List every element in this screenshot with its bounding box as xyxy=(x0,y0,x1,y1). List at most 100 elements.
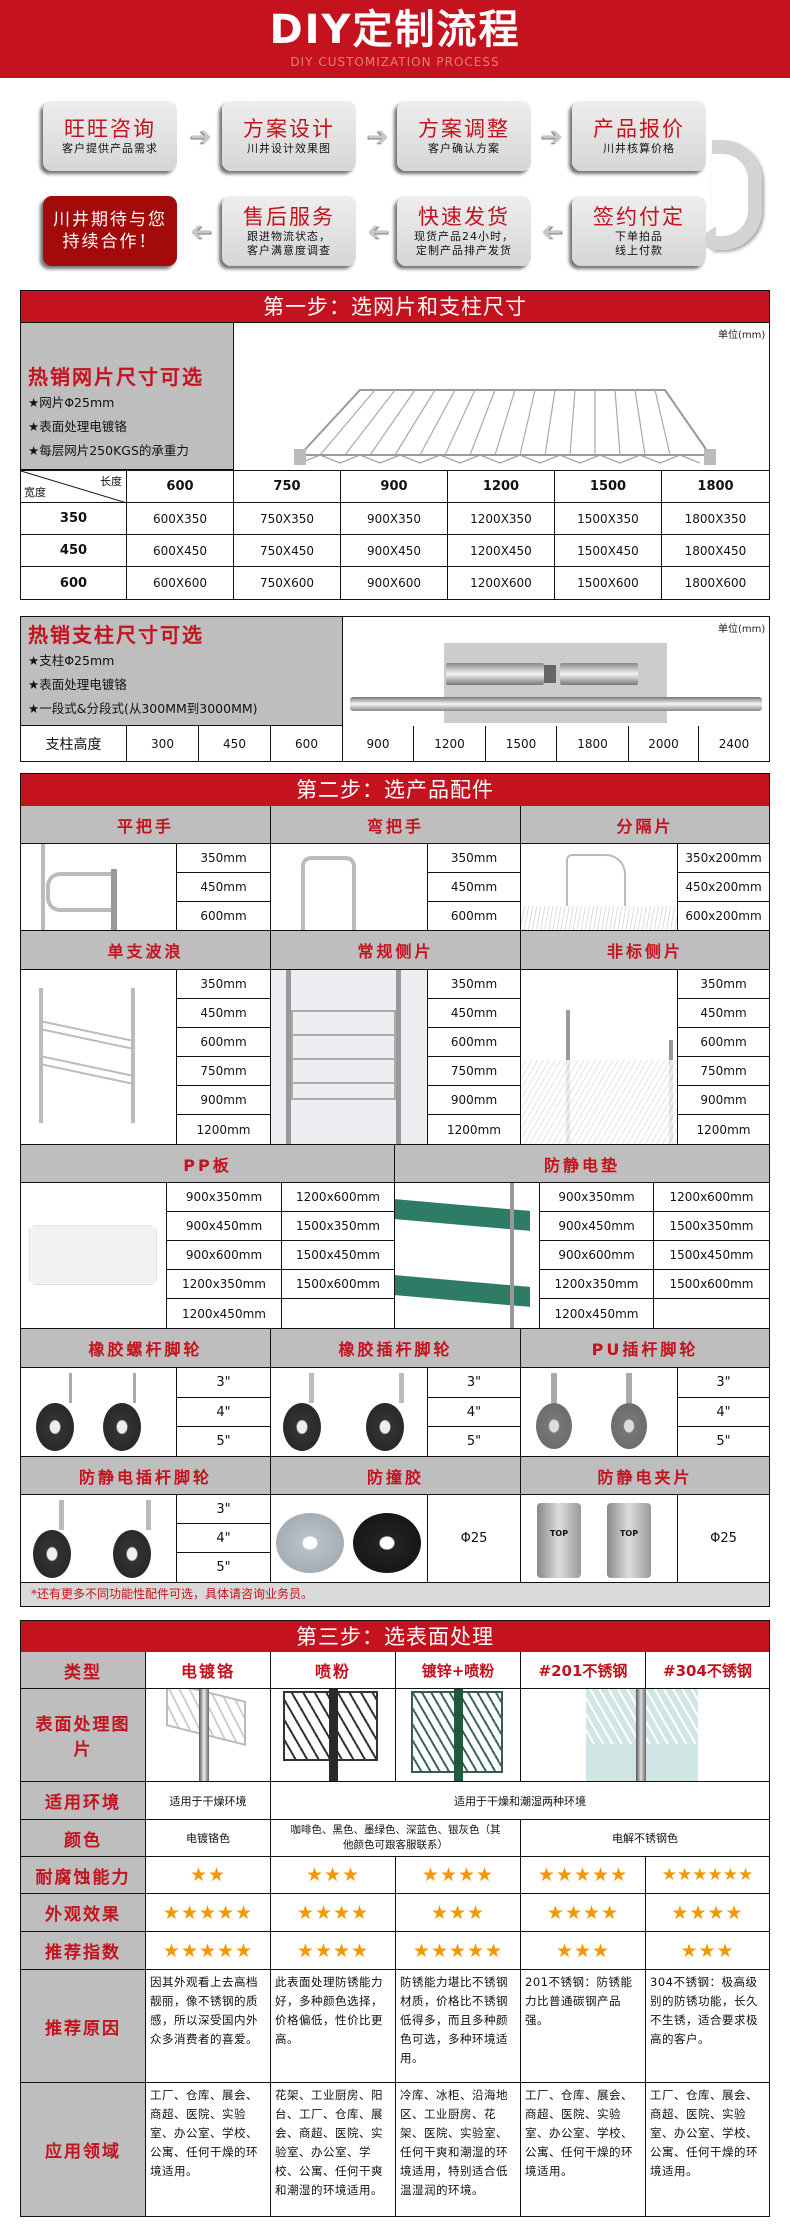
size-cell: 1500x600mm xyxy=(282,1270,395,1299)
size-cell: 3" xyxy=(177,1495,271,1524)
diagonal-line xyxy=(21,471,127,503)
arrow-right-icon: ➔ xyxy=(541,122,563,152)
env-cell: 适用于干燥环境 xyxy=(146,1782,271,1820)
size-cell: 3" xyxy=(678,1368,770,1398)
size-cell: 450mm xyxy=(177,873,271,902)
clip-size: Φ25 xyxy=(678,1495,770,1583)
arrow-left-icon: ➔ xyxy=(541,217,563,247)
step-desc: 下单拍品 xyxy=(615,230,663,243)
size-cell: 750mm xyxy=(678,1057,770,1086)
step-desc: 客户提供产品需求 xyxy=(62,142,158,155)
clip-top-label: TOP xyxy=(607,1503,651,1578)
row-label-image: 表面处理图片 xyxy=(20,1689,146,1782)
powder-coat-finish-image xyxy=(271,1689,396,1782)
size-cell: 1200x350mm xyxy=(167,1270,282,1299)
shelf-feature: ★网片Φ25mm xyxy=(28,395,115,410)
size-cell: 5" xyxy=(177,1427,271,1457)
step-desc: 客户满意度调查 xyxy=(247,244,331,257)
finish-type: #304不锈钢 xyxy=(646,1652,770,1689)
size-cell: 1500x450mm xyxy=(654,1241,770,1270)
chrome-finish-image xyxy=(146,1689,271,1782)
size-cell: 900x450mm xyxy=(540,1212,654,1241)
size-cell: 4" xyxy=(177,1398,271,1427)
size-cell: 1500X600 xyxy=(555,567,662,600)
look-rating: ★★★ xyxy=(396,1894,521,1932)
step-title: 签约付定 xyxy=(593,205,685,229)
size-cell: 900x450mm xyxy=(167,1212,282,1241)
accessory-name: PP板 xyxy=(20,1145,395,1183)
length-header: 1800 xyxy=(662,470,770,503)
size-cell: 600mm xyxy=(428,1028,521,1057)
stainless-finish-image xyxy=(521,1689,770,1782)
curved-arrow-icon xyxy=(712,140,762,250)
size-cell: 600mm xyxy=(177,902,271,931)
step-desc: 川井核算价格 xyxy=(603,142,675,155)
process-step-5: 签约付定 下单拍品 线上付款 xyxy=(572,196,706,266)
shelf-feature: ★每层网片250KGS的承重力 xyxy=(28,443,189,458)
step2-title: 第二步：选产品配件 xyxy=(20,773,770,807)
field-cell: 工厂、仓库、展会、商超、医院、实验室、办公室、学校、公寓、任何干燥的环境适用。 xyxy=(146,2083,271,2217)
recommend-rating: ★★★ xyxy=(521,1932,646,1970)
finish-type: #201不锈钢 xyxy=(521,1652,646,1689)
size-cell: 600X350 xyxy=(127,503,234,535)
size-cell: 1200mm xyxy=(678,1115,770,1145)
curved-handle-image xyxy=(271,844,428,931)
size-cell: 900mm xyxy=(678,1086,770,1115)
size-cell: 900X350 xyxy=(341,503,448,535)
accessory-name: 分隔片 xyxy=(521,806,770,844)
step-title: 旺旺咨询 xyxy=(64,117,156,141)
pole-height-cell: 300 xyxy=(127,726,199,762)
pole-image xyxy=(350,697,762,711)
rubber-screw-caster-image xyxy=(20,1368,177,1457)
pole-heading: 热销支柱尺寸可选 xyxy=(28,623,204,647)
step-desc: 线上付款 xyxy=(615,244,663,257)
size-cell: 5" xyxy=(678,1427,770,1457)
anti-static-caster-image xyxy=(20,1495,177,1583)
wire-shelf-image xyxy=(294,389,716,465)
corrosion-rating: ★★ xyxy=(146,1857,271,1894)
size-cell: 1200x600mm xyxy=(282,1183,395,1212)
size-cell: 1800X350 xyxy=(662,503,770,535)
pole-height-cell: 1500 xyxy=(486,726,557,762)
step-title: 售后服务 xyxy=(243,205,335,229)
size-cell xyxy=(654,1299,770,1329)
size-cell: 1200X450 xyxy=(448,535,555,567)
accessory-name: PU插杆脚轮 xyxy=(521,1329,770,1368)
size-cell: 900x600mm xyxy=(167,1241,282,1270)
color-cell: 咖啡色、黑色、墨绿色、深蓝色、银灰色（其他颜色可跟客服联系） xyxy=(271,1820,521,1857)
pp-board-image xyxy=(20,1183,167,1329)
step-title: 方案调整 xyxy=(418,117,510,141)
pole-height-cell: 900 xyxy=(343,726,414,762)
unit-label: 单位(mm) xyxy=(718,330,766,341)
look-rating: ★★★★ xyxy=(646,1894,770,1932)
accessory-name: 防静电夹片 xyxy=(521,1457,770,1495)
size-cell: 450mm xyxy=(177,999,271,1028)
finish-type: 喷粉 xyxy=(271,1652,396,1689)
length-header: 1500 xyxy=(555,470,662,503)
custom-side-panel-image xyxy=(521,970,678,1145)
pole-info-panel: 热销支柱尺寸可选 ★支柱Φ25mm ★表面处理电镀铬 ★一段式&分段式(从300… xyxy=(21,617,343,726)
size-cell: 900mm xyxy=(177,1086,271,1115)
row-label-color: 颜色 xyxy=(20,1820,146,1857)
reason-cell: 因其外观看上去高档靓丽，像不锈钢的质感，所以深受国内外众多消费者的喜爱。 xyxy=(146,1970,271,2083)
size-cell: 350mm xyxy=(428,970,521,999)
size-cell: 1200x450mm xyxy=(540,1299,654,1329)
zinc-powder-finish-image xyxy=(396,1689,521,1782)
row-label-env: 适用环境 xyxy=(20,1782,146,1820)
recommend-rating: ★★★★★ xyxy=(146,1932,271,1970)
pole-height-cell: 2000 xyxy=(629,726,699,762)
reason-cell: 防锈能力堪比不锈钢材质，价格比不锈钢低得多，而且多种颜色可选，多种环境适用。 xyxy=(396,1970,521,2083)
color-cell: 电镀铬色 xyxy=(146,1820,271,1857)
size-cell: 5" xyxy=(428,1427,521,1457)
divider-image xyxy=(521,844,678,931)
step-title: 方案设计 xyxy=(243,117,335,141)
process-step-6: 快速发货 现货产品24小时， 定制产品排产发货 xyxy=(397,196,531,266)
step-desc: 现货产品24小时， xyxy=(414,230,514,243)
size-cell: 600x200mm xyxy=(678,902,770,931)
step-title-line2: 持续合作！ xyxy=(62,232,158,252)
size-cell: 600mm xyxy=(428,902,521,931)
pole-joint-image xyxy=(444,643,667,723)
size-cell: 450mm xyxy=(428,999,521,1028)
size-cell xyxy=(282,1299,395,1329)
standard-side-panel-image xyxy=(271,970,428,1145)
